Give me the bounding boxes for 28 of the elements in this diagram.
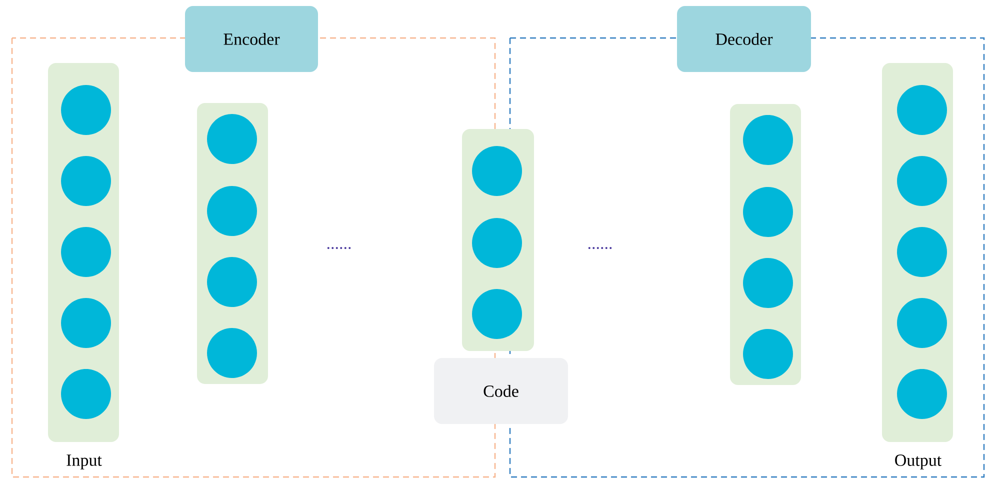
neuron-circle — [897, 156, 947, 206]
layer-caption: Input — [66, 454, 102, 470]
neuron-circle — [207, 328, 257, 378]
neuron-circle — [743, 115, 793, 165]
neuron-circle — [897, 368, 947, 419]
neuron-circle — [472, 218, 522, 268]
neuron-circle — [897, 226, 947, 277]
neuron-circle — [61, 226, 111, 277]
ellipsis-dots: ...... — [588, 246, 612, 249]
neuron-circle — [743, 186, 793, 237]
layer-caption: Output — [895, 454, 942, 470]
heading-box: Decoder — [677, 6, 811, 72]
neuron-circle — [472, 146, 522, 196]
neuron-circle — [472, 288, 522, 339]
neuron-circle — [61, 85, 111, 135]
label-box: Code — [434, 358, 568, 424]
neuron-circle — [207, 186, 257, 236]
neuron-circle — [61, 298, 111, 348]
heading-box: Encoder — [185, 6, 318, 72]
neuron-circle — [207, 114, 257, 164]
ellipsis-dots: ...... — [327, 246, 351, 249]
neuron-circle — [743, 258, 793, 308]
neuron-circle — [61, 156, 111, 206]
neuron-circle — [897, 298, 947, 348]
neuron-circle — [207, 257, 257, 307]
neuron-circle — [61, 368, 111, 419]
neuron-circle — [743, 328, 793, 379]
neuron-circle — [897, 85, 947, 135]
